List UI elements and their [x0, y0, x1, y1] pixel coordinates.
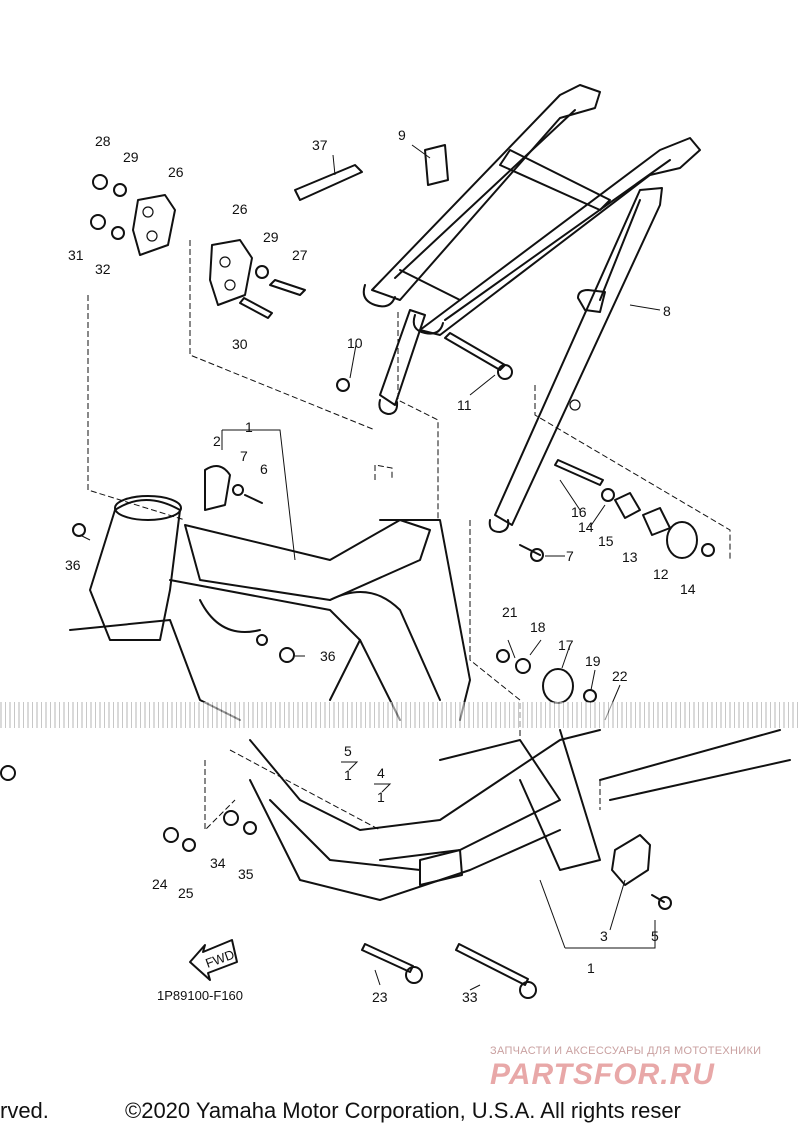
leader-lines — [79, 144, 661, 991]
engine-mount-left — [90, 174, 176, 256]
rear-subframe — [362, 84, 701, 415]
callout-21: 21 — [502, 604, 518, 620]
callout-29b: 29 — [263, 229, 279, 245]
callout-5a: 5 — [344, 743, 352, 759]
callout-29: 29 — [123, 149, 139, 165]
watermark-tagline: ЗАПЧАСТИ И АКСЕССУАРЫ ДЛЯ МОТОТЕХНИКИ — [490, 1045, 762, 1057]
callout-33: 33 — [462, 989, 478, 1005]
callout-7a: 7 — [240, 448, 248, 464]
callout-26b: 26 — [232, 201, 248, 217]
footer-copyright-text: ©2020 Yamaha Motor Corporation, U.S.A. A… — [125, 1098, 681, 1123]
copyright-footer: rved. ©2020 Yamaha Motor Corporation, U.… — [0, 1098, 800, 1128]
callout-11: 11 — [457, 397, 472, 413]
callout-8: 8 — [663, 303, 671, 319]
callout-12: 12 — [653, 566, 669, 582]
callout-37: 37 — [312, 137, 328, 153]
callout-1a: 1 — [245, 419, 253, 435]
callout-25: 25 — [178, 885, 194, 901]
watermark-brand: PARTSFOR.RU — [490, 1058, 715, 1091]
fasteners — [0, 332, 715, 999]
block-9 — [424, 144, 449, 186]
callout-1b: 1 — [344, 767, 352, 783]
callout-28: 28 — [95, 133, 111, 149]
callout-32: 32 — [95, 261, 111, 277]
callouts: 28 29 26 31 32 37 9 26 29 27 30 8 10 11 … — [65, 127, 696, 1005]
engine-mount-right — [209, 239, 306, 319]
callout-2: 2 — [213, 433, 221, 449]
callout-4: 4 — [377, 765, 385, 781]
callout-22: 22 — [612, 668, 628, 684]
bracket-3 — [611, 834, 651, 886]
bracket-37 — [294, 164, 363, 201]
callout-1d: 1 — [587, 960, 595, 976]
callout-36b: 36 — [320, 648, 336, 664]
callout-7b: 7 — [566, 548, 574, 564]
callout-36a: 36 — [65, 557, 81, 573]
callout-30: 30 — [232, 336, 248, 352]
callout-15: 15 — [598, 533, 614, 549]
guide-lines — [87, 240, 731, 832]
callout-27: 27 — [292, 247, 308, 263]
callout-9: 9 — [398, 127, 406, 143]
scan-noise-band — [0, 702, 800, 728]
callout-5b: 5 — [651, 928, 659, 944]
callout-23: 23 — [372, 989, 388, 1005]
callout-3: 3 — [600, 928, 608, 944]
callout-35: 35 — [238, 866, 254, 882]
callout-26: 26 — [168, 164, 184, 180]
callout-24: 24 — [152, 876, 168, 892]
footer-left-text: rved. — [0, 1098, 49, 1123]
callout-16: 16 — [571, 504, 587, 520]
rear-strut — [488, 187, 663, 533]
callout-18: 18 — [530, 619, 546, 635]
callout-1c: 1 — [377, 789, 385, 805]
callout-6: 6 — [260, 461, 268, 477]
main-frame — [69, 495, 791, 901]
fwd-arrow: FWD — [189, 939, 238, 981]
callout-34: 34 — [210, 855, 226, 871]
part-code: 1P89100-F160 — [157, 988, 243, 1003]
callout-10: 10 — [347, 335, 363, 351]
callout-17: 17 — [558, 637, 574, 653]
callout-31: 31 — [68, 247, 84, 263]
callout-14b: 14 — [680, 581, 696, 597]
callout-14a: 14 — [578, 519, 594, 535]
callout-19: 19 — [585, 653, 601, 669]
callout-13: 13 — [622, 549, 638, 565]
